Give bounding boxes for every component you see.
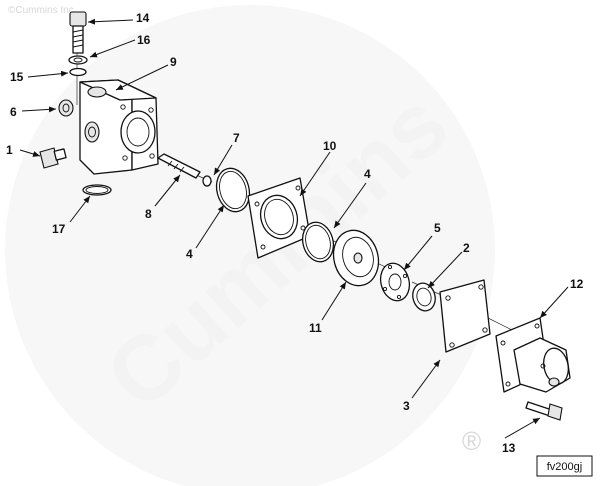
- callout-8: 8: [145, 207, 152, 221]
- part-13-bolt: [525, 401, 563, 421]
- callout-leaders: [19, 18, 569, 439]
- callout-2: 2: [463, 241, 470, 255]
- watermark: Cummins ©Cummins Inc ®: [5, 5, 495, 486]
- part-10-spacer-plate: [247, 177, 311, 259]
- callout-15: 15: [10, 70, 24, 84]
- part-4-ring-right: [301, 221, 335, 263]
- callout-14: 14: [136, 11, 150, 25]
- part-1-plug: [39, 147, 67, 169]
- callout-16: 16: [137, 33, 151, 47]
- callout-11: 11: [309, 321, 322, 335]
- watermark-copyright: ©Cummins Inc: [8, 5, 74, 16]
- part-5-retainer: [379, 262, 411, 302]
- callout-4-left: 4: [186, 247, 193, 261]
- part-2-ring: [412, 282, 436, 312]
- part-4-ring-left: [215, 167, 251, 213]
- callout-5: 5: [434, 221, 441, 235]
- part-12-actuator: [495, 317, 571, 393]
- part-16-washer: [68, 55, 88, 65]
- callout-6: 6: [10, 105, 17, 119]
- callout-3: 3: [403, 399, 410, 413]
- callout-1: 1: [6, 143, 13, 157]
- part-3-gasket: [439, 279, 491, 353]
- part-11-piston: [332, 229, 380, 287]
- part-6-plug: [58, 99, 74, 117]
- callout-17: 17: [52, 222, 66, 236]
- diagram-code-box: fv200gj: [536, 455, 593, 477]
- callout-7: 7: [233, 131, 240, 145]
- callout-4-right: 4: [364, 167, 371, 181]
- watermark-registered-mark: ®: [462, 426, 481, 456]
- callout-12: 12: [570, 277, 584, 291]
- part-8-shaft: [157, 153, 201, 179]
- callout-10: 10: [323, 139, 337, 153]
- part-9-housing: [79, 79, 159, 175]
- callout-labels: 1 2 3 4 4 5 6 7 8 9 10 11 12 13 14 15 16…: [6, 11, 584, 455]
- part-17-o-ring: [82, 184, 112, 196]
- callout-13: 13: [502, 441, 516, 455]
- diagram-code: fv200gj: [547, 461, 582, 473]
- callout-9: 9: [170, 55, 177, 69]
- part-14-cap-screw: [69, 11, 87, 54]
- part-15-o-ring: [69, 67, 87, 77]
- part-7-o-ring: [202, 175, 212, 187]
